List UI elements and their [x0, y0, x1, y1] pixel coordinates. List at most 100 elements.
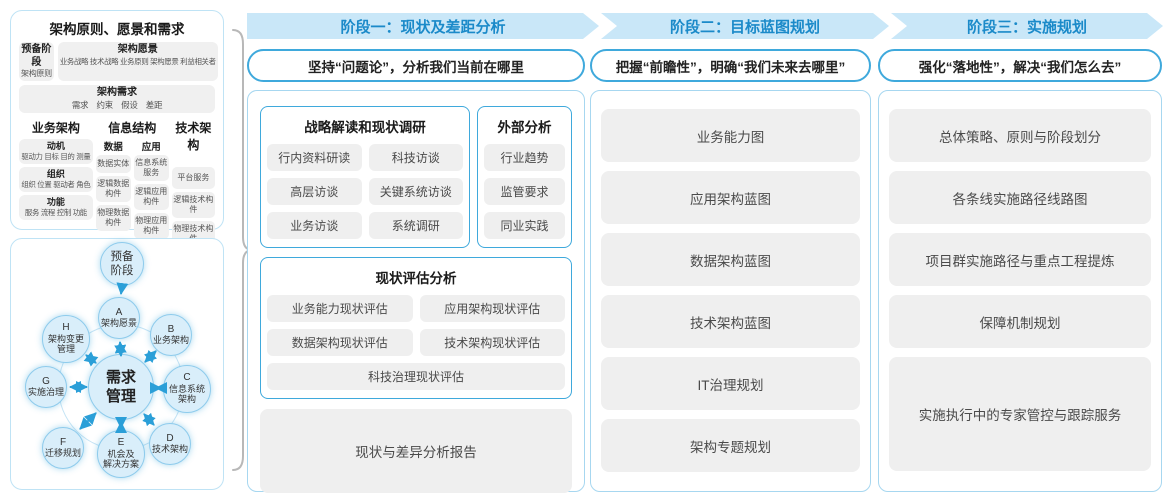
business-architecture-column: 业务架构 动机 驱动力 目标 目的 测量 组织 组织 位置 驱动者 角色 功能 …: [19, 119, 93, 247]
assessment-group-title: 现状评估分析: [375, 271, 457, 286]
adm-diagram: 预备 阶段 A 架构愿景 B 业务架构 H 架构变更 管理 G 实施治理 C 信…: [11, 239, 223, 489]
adm-node-f-letter: F: [59, 436, 67, 448]
adm-node-c-label: 信息系统 架构: [168, 383, 205, 405]
business-architecture-header: 业务架构: [31, 120, 80, 135]
platform-service-box: 平台服务: [171, 166, 215, 189]
adm-node-e: E 机会及 解决方案: [97, 430, 145, 478]
vision-sub: 业务战略 技术战略 业务原则 架构愿景 利益相关者: [59, 56, 216, 66]
phase1-header: 阶段一：现状及差距分析: [247, 13, 599, 39]
physical-app-box: 物理应用构件: [133, 212, 169, 239]
requirements-title: 架构需求: [97, 87, 137, 99]
adm-node-g-letter: G: [42, 375, 50, 387]
biz-function-sub: 服务 流程 控制 功能: [24, 207, 87, 217]
requirements-sub: 需求 约束 假设 差距: [71, 99, 163, 110]
external-item: 同业实践: [484, 212, 565, 239]
phase2-content: 业务能力图 应用架构蓝图 数据架构蓝图 技术架构蓝图 IT治理规划 架构专题规划: [590, 90, 871, 492]
biz-function-title: 功能: [46, 196, 65, 207]
adm-node-a-label: 架构愿景: [100, 318, 137, 329]
phase1-subtitle: 坚持“问题论”，分析我们当前在哪里: [247, 49, 585, 82]
biz-motivation-title: 动机: [46, 140, 65, 151]
data-entity-box: 数据实体: [95, 154, 131, 173]
biz-motivation-box: 动机 驱动力 目标 目的 测量: [19, 138, 93, 164]
info-app-header: 应用: [141, 141, 161, 153]
external-item: 监管要求: [484, 178, 565, 205]
survey-item: 系统调研: [368, 212, 463, 239]
survey-item: 科技访谈: [368, 144, 463, 171]
phase3-content: 总体策略、原则与阶段划分 各条线实施路径线路图 项目群实施路径与重点工程提炼 保…: [878, 90, 1162, 492]
phase3-item: 项目群实施路径与重点工程提炼: [889, 233, 1151, 286]
adm-center-label: 需求 管理: [105, 368, 136, 406]
phase2-item: 架构专题规划: [601, 419, 860, 472]
panel-adm-cycle: 预备 阶段 A 架构愿景 B 业务架构 H 架构变更 管理 G 实施治理 C 信…: [10, 238, 224, 490]
logical-tech-box: 逻辑技术构件: [171, 191, 215, 218]
adm-node-c-letter: C: [183, 372, 191, 384]
biz-motivation-sub: 驱动力 目标 目的 测量: [21, 152, 91, 162]
adm-node-c: C 信息系统 架构: [163, 365, 211, 413]
phase3-item: 各条线实施路径线路图: [889, 171, 1151, 224]
adm-node-b-label: 业务架构: [152, 335, 189, 346]
phase2-item: 技术架构蓝图: [601, 295, 860, 348]
adm-node-g-label: 实施治理: [27, 387, 64, 398]
physical-data-box: 物理数据构件: [95, 204, 131, 231]
technical-architecture-header: 技术架构: [175, 120, 212, 152]
phase3-header: 阶段三：实施规划: [891, 13, 1163, 39]
biz-organization-box: 组织 组织 位置 驱动者 角色: [19, 166, 93, 192]
adm-node-d: D 技术架构: [149, 423, 191, 465]
adm-node-f: F 迁移规划: [42, 427, 84, 469]
requirements-box: 架构需求 需求 约束 假设 差距: [19, 85, 215, 113]
panel-architecture-principles: 架构原则、愿景和需求 预备阶段 架构原则 架构愿景 业务战略 技术战略 业务原则…: [10, 10, 224, 290]
adm-node-requirements: 需求 管理: [88, 354, 154, 420]
adm-node-h: H 架构变更 管理: [42, 315, 90, 363]
adm-node-b-letter: B: [167, 323, 175, 335]
external-analysis-title: 外部分析: [497, 120, 552, 135]
survey-group-title: 战略解读和现状调研: [304, 120, 426, 135]
external-item: 行业趋势: [484, 144, 565, 171]
survey-item: 业务访谈: [267, 212, 362, 239]
information-structure-header: 信息结构: [108, 120, 157, 135]
survey-item: 行内资料研读: [267, 144, 362, 171]
phase2-item: 业务能力图: [601, 109, 860, 162]
adm-node-d-label: 技术架构: [151, 444, 188, 455]
vision-box: 架构愿景 业务战略 技术战略 业务原则 架构愿景 利益相关者: [57, 42, 218, 82]
adm-node-a: A 架构愿景: [98, 297, 140, 339]
phase2-item: 数据架构蓝图: [601, 233, 860, 286]
adm-node-d-letter: D: [166, 432, 174, 444]
assessment-item: 技术架构现状评估: [419, 329, 565, 356]
prep-phase-title: 预备阶段: [21, 44, 52, 68]
adm-node-e-label: 机会及 解决方案: [102, 448, 139, 470]
prep-phase-sub: 架构原则: [21, 69, 52, 78]
phase2-item: 应用架构蓝图: [601, 171, 860, 224]
phase1-content: 战略解读和现状调研 行内资料研读 科技访谈 高层访谈 关键系统访谈 业务访谈 系…: [247, 90, 585, 493]
adm-node-g: G 实施治理: [25, 366, 67, 408]
info-data-header: 数据: [103, 141, 123, 153]
adm-node-h-letter: H: [62, 322, 70, 334]
assessment-group: 现状评估分析 业务能力现状评估 应用架构现状评估 数据架构现状评估 技术架构现状…: [260, 257, 572, 399]
adm-node-preliminary: 预备 阶段: [100, 242, 144, 286]
technical-architecture-column: 技术架构 平台服务 逻辑技术构件 物理技术构件: [171, 119, 215, 247]
biz-organization-title: 组织: [46, 168, 65, 179]
panel-title: 架构原则、愿景和需求: [49, 22, 185, 37]
prep-phase-box: 预备阶段 架构原则: [19, 42, 54, 82]
logical-data-box: 逻辑数据构件: [95, 175, 131, 202]
phase3-subtitle: 强化“落地性”，解决“我们怎么去”: [878, 49, 1162, 82]
assessment-item: 业务能力现状评估: [267, 295, 413, 322]
assessment-item-full: 科技治理现状评估: [267, 363, 565, 390]
vision-title: 架构愿景: [117, 44, 158, 55]
phase3-item-tall: 实施执行中的专家管控与跟踪服务: [889, 357, 1151, 471]
biz-organization-sub: 组织 位置 驱动者 角色: [21, 180, 91, 190]
phase3-item: 保障机制规划: [889, 295, 1151, 348]
infosystem-service-box: 信息系统服务: [133, 154, 169, 181]
logical-app-box: 逻辑应用构件: [133, 183, 169, 210]
survey-item: 高层访谈: [267, 178, 362, 205]
assessment-item: 数据架构现状评估: [267, 329, 413, 356]
info-data-subcolumn: 数据 数据实体 逻辑数据构件 物理数据构件: [95, 139, 131, 239]
adm-node-e-letter: E: [117, 437, 125, 449]
phase3-item: 总体策略、原则与阶段划分: [889, 109, 1151, 162]
adm-node-f-label: 迁移规划: [44, 448, 81, 459]
survey-group: 战略解读和现状调研 行内资料研读 科技访谈 高层访谈 关键系统访谈 业务访谈 系…: [260, 106, 470, 248]
information-structure-column: 信息结构 数据 数据实体 逻辑数据构件 物理数据构件 应用 信息系统服务: [95, 119, 169, 247]
adm-node-a-letter: A: [115, 306, 123, 318]
gap-analysis-report-box: 现状与差异分析报告: [260, 409, 572, 493]
adm-node-h-label: 架构变更 管理: [47, 333, 84, 355]
